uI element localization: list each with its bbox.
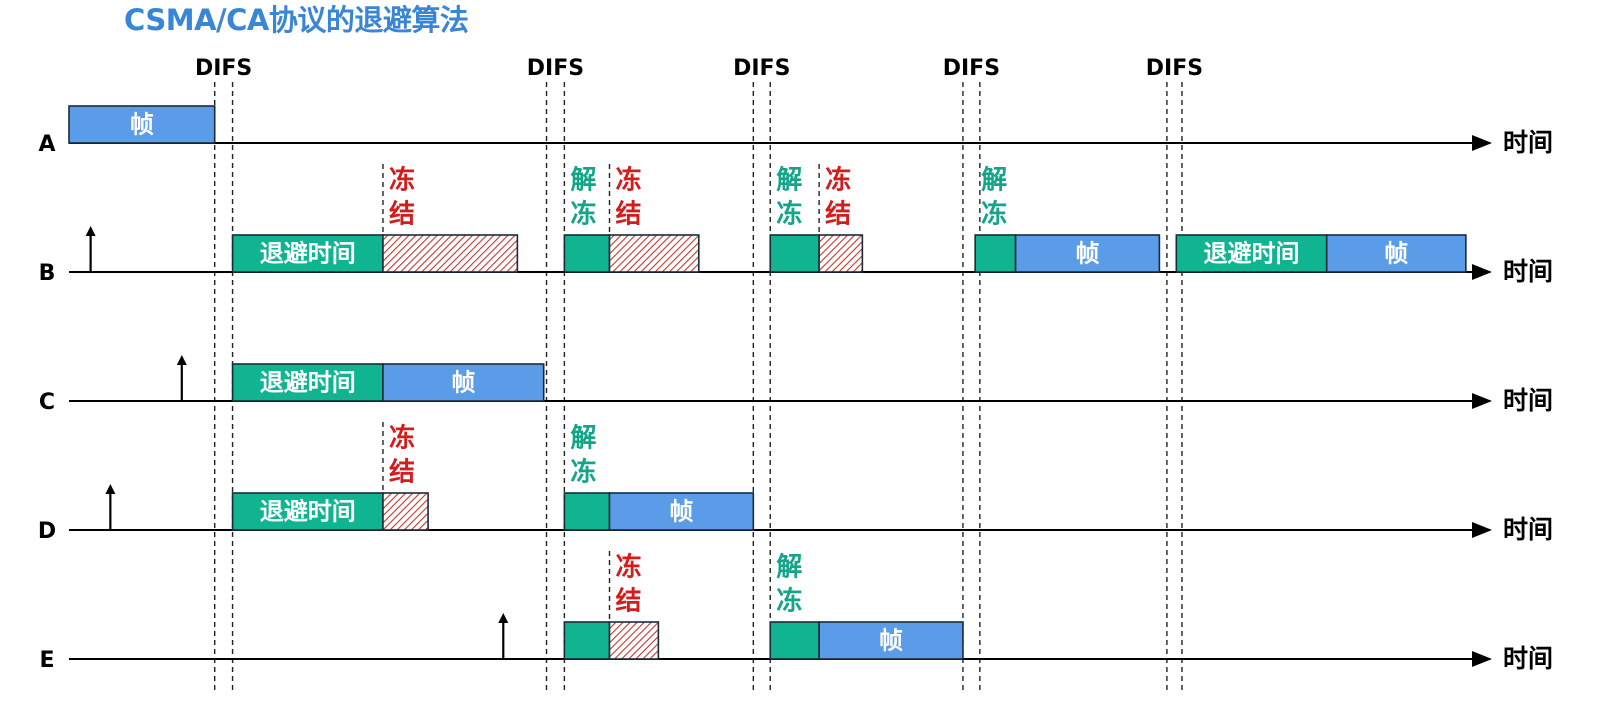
- frame-block: [1014, 234, 1161, 273]
- frame-block-label: 帧: [1384, 240, 1408, 268]
- frozen-block: [382, 234, 519, 273]
- difs-label: DIFS: [1146, 56, 1203, 81]
- backoff-block: [1175, 234, 1328, 273]
- unfreeze-label: 解: [981, 166, 1007, 196]
- freeze-label: 冻: [615, 552, 641, 583]
- frame-block: [818, 621, 964, 660]
- freeze-label: 冻: [615, 165, 641, 196]
- time-axis-label: 时间: [1503, 128, 1553, 157]
- backoff-block: [974, 234, 1017, 273]
- frozen-block: [818, 234, 864, 273]
- arrival-arrowhead: [85, 226, 96, 236]
- station-row-c: C 时间 退避时间 帧: [39, 355, 1553, 415]
- station-label: E: [39, 648, 54, 673]
- freeze-label: 冻: [825, 165, 851, 196]
- backoff-block: [231, 363, 384, 402]
- frame-block: [68, 105, 216, 144]
- unfreeze-label: 解: [570, 166, 596, 196]
- frame-block: [382, 363, 545, 402]
- station-row-a: A 时间 帧: [38, 105, 1553, 157]
- frame-block: [608, 492, 755, 531]
- station-label: C: [39, 390, 55, 415]
- arrival-arrowhead: [498, 613, 509, 623]
- freeze-label: 冻: [389, 165, 415, 196]
- freeze-label: 结: [389, 200, 415, 230]
- backoff-block: [563, 234, 611, 273]
- frozen-block: [382, 492, 429, 531]
- frozen-block: [608, 621, 660, 660]
- difs-label: DIFS: [943, 56, 1000, 81]
- time-axis-label: 时间: [1503, 386, 1553, 415]
- backoff-block: [231, 492, 384, 531]
- backoff-block-label: 退避时间: [1204, 240, 1300, 268]
- backoff-block: [769, 621, 820, 660]
- difs-label: DIFS: [527, 56, 584, 81]
- time-axis-label: 时间: [1503, 257, 1553, 286]
- freeze-label: 结: [615, 587, 641, 617]
- unfreeze-label: 冻: [776, 586, 802, 617]
- backoff-block-label: 退避时间: [260, 498, 356, 526]
- backoff-block: [563, 621, 611, 660]
- unfreeze-label: 解: [776, 166, 802, 196]
- unfreeze-label: 冻: [570, 457, 596, 488]
- frame-block-label: 帧: [451, 369, 475, 397]
- time-axis-label: 时间: [1503, 644, 1553, 673]
- unfreeze-label: 冻: [776, 199, 802, 230]
- frame-block-label: 帧: [1075, 240, 1099, 268]
- arrival-arrowhead: [105, 484, 116, 494]
- station-label: B: [39, 261, 56, 286]
- unfreeze-label: 冻: [981, 199, 1007, 230]
- difs-lines: DIFS DIFS DIFS DIFS DIFS: [195, 56, 1203, 690]
- frame-block-label: 帧: [879, 627, 903, 655]
- freeze-label: 结: [615, 200, 641, 230]
- difs-label: DIFS: [195, 56, 252, 81]
- freeze-label: 结: [825, 200, 851, 230]
- unfreeze-label: 冻: [570, 199, 596, 230]
- unfreeze-label: 解: [570, 424, 596, 454]
- page-title: CSMA/CA协议的退避算法: [124, 3, 469, 37]
- arrival-arrowhead: [176, 355, 187, 365]
- frame-block-label: 帧: [130, 111, 154, 139]
- time-axis-label: 时间: [1503, 515, 1553, 544]
- station-label: A: [38, 132, 55, 157]
- difs-label: DIFS: [733, 56, 790, 81]
- freeze-label: 结: [389, 458, 415, 488]
- station-label: D: [38, 519, 56, 544]
- unfreeze-label: 解: [776, 553, 802, 583]
- frame-block-label: 帧: [669, 498, 693, 526]
- backoff-block-label: 退避时间: [260, 240, 356, 268]
- frozen-block: [608, 234, 700, 273]
- backoff-block: [769, 234, 820, 273]
- freeze-label: 冻: [389, 423, 415, 454]
- backoff-block: [231, 234, 384, 273]
- frame-block: [1325, 234, 1467, 273]
- backoff-block: [563, 492, 611, 531]
- backoff-block-label: 退避时间: [260, 369, 356, 397]
